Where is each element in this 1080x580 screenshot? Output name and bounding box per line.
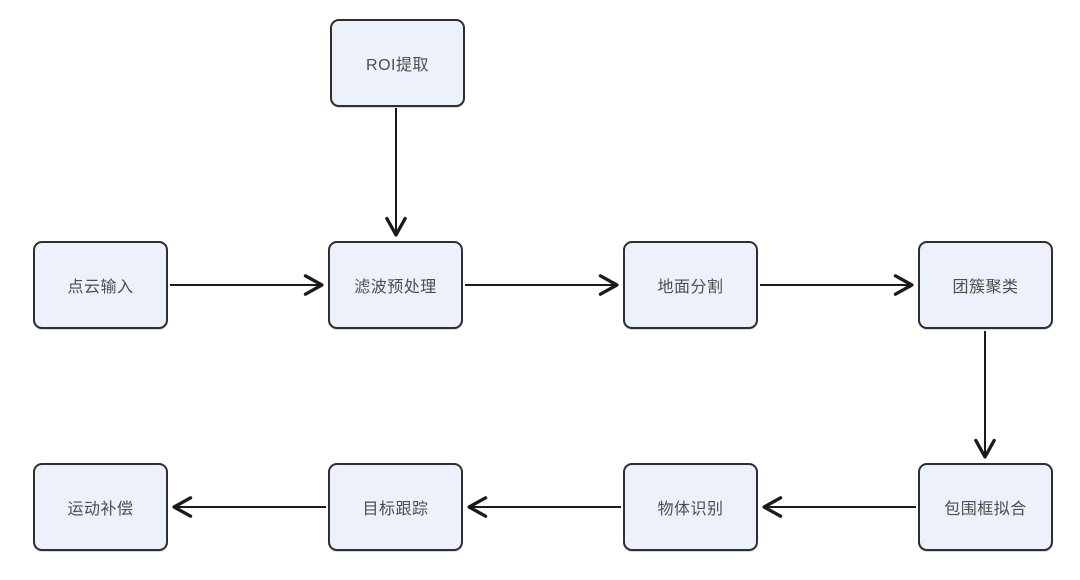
node-cluster-clustering: 团簇聚类 [918, 241, 1053, 329]
node-label: 团簇聚类 [952, 279, 1019, 296]
node-label: 运动补偿 [67, 501, 134, 518]
node-label: 滤波预处理 [354, 279, 437, 296]
node-target-tracking: 目标跟踪 [328, 463, 463, 551]
node-object-recognition: 物体识别 [623, 463, 758, 551]
node-label: 点云输入 [67, 279, 134, 296]
node-label: 物体识别 [657, 501, 724, 518]
node-label: 目标跟踪 [362, 501, 429, 518]
node-motion-compensation: 运动补偿 [33, 463, 168, 551]
node-filter-preprocessing: 滤波预处理 [328, 241, 463, 329]
node-label: 地面分割 [657, 279, 724, 296]
node-label: ROI提取 [366, 57, 429, 74]
node-roi-extraction: ROI提取 [330, 19, 465, 107]
node-point-cloud-input: 点云输入 [33, 241, 168, 329]
node-ground-segmentation: 地面分割 [623, 241, 758, 329]
node-label: 包围框拟合 [944, 501, 1027, 518]
node-bounding-box-fitting: 包围框拟合 [918, 463, 1053, 551]
